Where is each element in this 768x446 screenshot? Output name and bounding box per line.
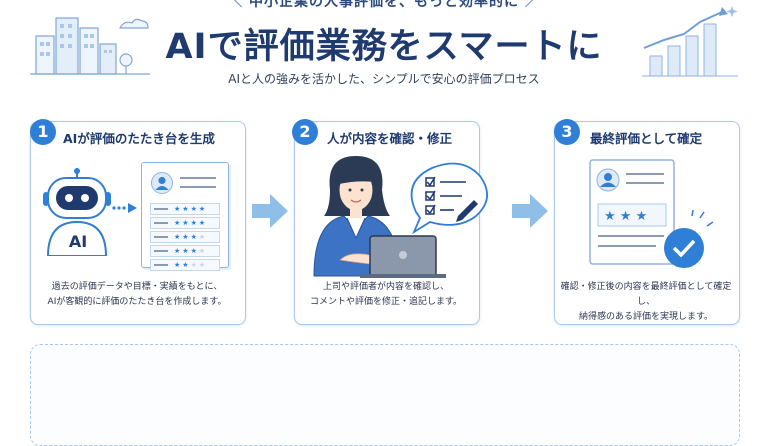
description-line: 過去の評価データや目標・実績をもとに、 — [51, 282, 223, 292]
star-rating-row: ★★★★ — [150, 245, 220, 257]
row-label-line — [154, 208, 168, 210]
flow-arrow-icon — [512, 194, 548, 228]
star-icon: ★ — [190, 261, 199, 269]
star-rating: ★★★★ — [174, 233, 207, 241]
robot-icon — [43, 168, 111, 256]
row-label-line — [154, 264, 168, 266]
star-icon: ★ — [182, 233, 191, 241]
tagline-text: 中小企業の人事評価を、もっと効率的に — [249, 0, 519, 10]
svg-text:★ ★ ★: ★ ★ ★ — [604, 209, 647, 224]
star-icon: ★ — [174, 233, 183, 241]
robot-label: AI — [68, 232, 88, 251]
user-avatar-icon — [151, 172, 173, 194]
step-description: 過去の評価データや目標・実績をもとに、 AIが客観的に評価のたたき台を作成します… — [32, 280, 242, 310]
description-line: 上司や評価者が内容を確認し、 — [322, 282, 449, 292]
description-line: コメントや評価を修正・追記します。 — [309, 297, 463, 307]
star-rating-row: ★★★★ — [150, 203, 220, 215]
star-rating-row: ★★★★ — [150, 217, 220, 229]
step-title: 最終評価として確定 — [590, 131, 703, 146]
star-icon: ★ — [182, 261, 191, 269]
empty-content-area — [30, 344, 740, 446]
star-icon: ★ — [174, 261, 183, 269]
city-buildings-illustration — [30, 17, 150, 75]
description-line: AIが客観的に評価のたたき台を作成します。 — [47, 297, 227, 307]
star-icon: ★ — [198, 261, 208, 269]
tagline-right-mark: ／ — [524, 0, 540, 10]
description-line: 確認・修正後の内容を最終評価として確定し、 — [560, 282, 732, 307]
page-subtitle: AIと人の強みを活かした、シンプルで安心の評価プロセス — [228, 72, 540, 86]
sheet-line — [180, 177, 216, 179]
star-icon: ★ — [190, 233, 199, 241]
step-number-badge: 2 — [292, 119, 318, 145]
step-description: 確認・修正後の内容を最終評価として確定し、 納得感のある評価を実現します。 — [556, 280, 736, 325]
star-icon: ★ — [190, 205, 199, 213]
row-label-line — [154, 222, 168, 224]
star-icon: ★ — [182, 247, 191, 255]
star-icon: ★ — [174, 219, 183, 227]
row-label-line — [154, 250, 168, 252]
tagline-left-mark: ＼ — [228, 0, 244, 10]
star-rating: ★★★★ — [174, 205, 207, 213]
row-label-line — [154, 236, 168, 238]
growth-chart-illustration — [642, 6, 738, 77]
star-icon: ★ — [182, 219, 191, 227]
star-rating-row: ★★★★ — [150, 231, 220, 243]
star-icon: ★ — [198, 219, 208, 227]
page-title: AIで評価業務をスマートに — [165, 27, 603, 67]
sheet-line — [180, 186, 216, 188]
step-title: 人が内容を確認・修正 — [327, 131, 453, 146]
step-number-badge: 1 — [30, 119, 56, 145]
star-rating: ★★★★ — [174, 247, 207, 255]
confirmed-evaluation-sheet-icon: ★ ★ ★ — [589, 159, 714, 268]
step-title: AIが評価のたたき台を生成 — [63, 131, 215, 146]
star-rating-row: ★★★★ — [150, 259, 220, 271]
tagline: ＼ 中小企業の人事評価を、もっと効率的に ／ — [0, 0, 768, 11]
star-icon: ★ — [190, 219, 199, 227]
star-icon: ★ — [174, 247, 183, 255]
flow-arrow-icon — [252, 194, 288, 228]
description-line: 納得感のある評価を実現します。 — [578, 312, 714, 322]
dotted-arrow-icon — [112, 203, 137, 213]
star-icon: ★ — [198, 205, 208, 213]
star-icon: ★ — [174, 205, 183, 213]
star-rating-list: ★★★★★★★★★★★★★★★★★★★★ — [150, 203, 220, 273]
step-number-badge: 3 — [554, 119, 580, 145]
step-description: 上司や評価者が内容を確認し、 コメントや評価を修正・追記します。 — [296, 280, 476, 310]
star-rating: ★★★★ — [174, 261, 207, 269]
star-icon: ★ — [190, 247, 199, 255]
star-icon: ★ — [198, 233, 208, 241]
star-icon: ★ — [198, 247, 208, 255]
checklist-bubble-icon — [410, 162, 488, 234]
person-with-laptop-illustration — [313, 156, 446, 278]
star-rating: ★★★★ — [174, 219, 207, 227]
star-icon: ★ — [182, 205, 191, 213]
